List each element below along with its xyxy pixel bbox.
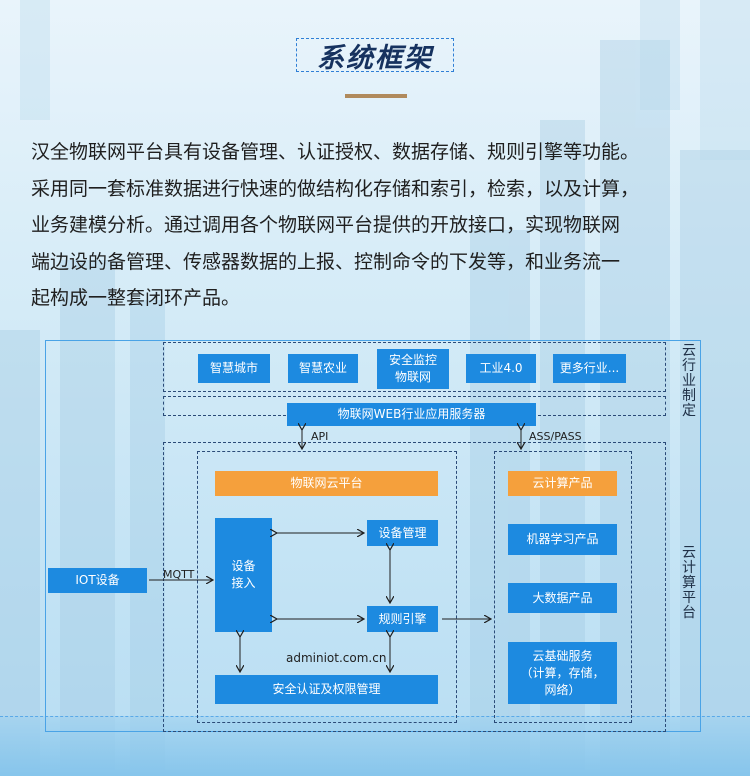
side-label-bottom: 云计算平台 <box>682 545 696 621</box>
intro-paragraph: 汉全物联网平台具有设备管理、认证授权、数据存储、规则引擎等功能。 采用同一套标准… <box>31 134 731 317</box>
paragraph-line: 端边设的备管理、传感器数据的上报、控制命令的下发等，和业务流一 <box>31 250 621 273</box>
title-underline <box>345 94 407 98</box>
mqtt-label: MQTT <box>163 568 195 581</box>
iot-device-box: IOT设备 <box>48 568 147 593</box>
paragraph-line: 业务建模分析。通过调用各个物联网平台提供的开放接口，实现物联网 <box>31 214 621 236</box>
security-auth-box: 安全认证及权限管理 <box>215 675 438 704</box>
bottom-band <box>0 716 750 776</box>
device-management-box: 设备管理 <box>367 520 438 546</box>
web-server-box: 物联网WEB行业应用服务器 <box>287 403 536 426</box>
cloud-infrastructure-box: 云基础服务 （计算，存储， 网络） <box>508 642 617 704</box>
paragraph-line: 采用同一套标准数据进行快速的做结构化存储和索引，检索，以及计算， <box>31 177 640 200</box>
device-access-box: 设备 接入 <box>215 518 272 632</box>
domain-label: adminiot.com.cn <box>286 651 387 665</box>
industry-4-0: 工业4.0 <box>466 354 536 383</box>
device-access-line1: 设备 <box>231 559 256 573</box>
industry-security-line2: 物联网 <box>394 370 431 384</box>
rule-engine-box: 规则引擎 <box>367 606 438 632</box>
cloud-products-frame <box>494 451 632 723</box>
paragraph-line: 起构成一整套闭环产品。 <box>31 287 241 309</box>
machine-learning-box: 机器学习产品 <box>508 524 617 555</box>
device-access-line2: 接入 <box>231 576 256 590</box>
side-label-top: 云行业制定 <box>682 343 696 419</box>
paragraph-line: 汉全物联网平台具有设备管理、认证授权、数据存储、规则引擎等功能。 <box>31 141 640 163</box>
cloud-infra-line1: 云基础服务 <box>532 648 593 663</box>
industry-row-frame <box>163 342 666 392</box>
industry-smart-agriculture: 智慧农业 <box>288 354 358 383</box>
industry-security-iot: 安全监控 物联网 <box>377 349 449 389</box>
industry-smart-city: 智慧城市 <box>198 354 270 383</box>
iot-cloud-platform-header: 物联网云平台 <box>215 471 438 496</box>
cloud-infra-line2: （计算，存储， <box>520 665 605 680</box>
title-frame: 系统框架 <box>296 38 454 74</box>
cloud-infra-line3: 网络） <box>544 682 581 697</box>
industry-security-line1: 安全监控 <box>388 353 437 367</box>
iot-cloud-frame <box>197 451 457 723</box>
page-title: 系统框架 <box>317 42 433 74</box>
big-data-box: 大数据产品 <box>508 583 617 613</box>
api-label: API <box>311 430 329 443</box>
bottom-dashed-line <box>0 716 750 717</box>
industry-more: 更多行业... <box>553 354 626 383</box>
cloud-products-header: 云计算产品 <box>508 471 617 496</box>
cloud-platform-frame <box>163 442 666 732</box>
pass-label: ASS/PASS <box>529 430 582 443</box>
